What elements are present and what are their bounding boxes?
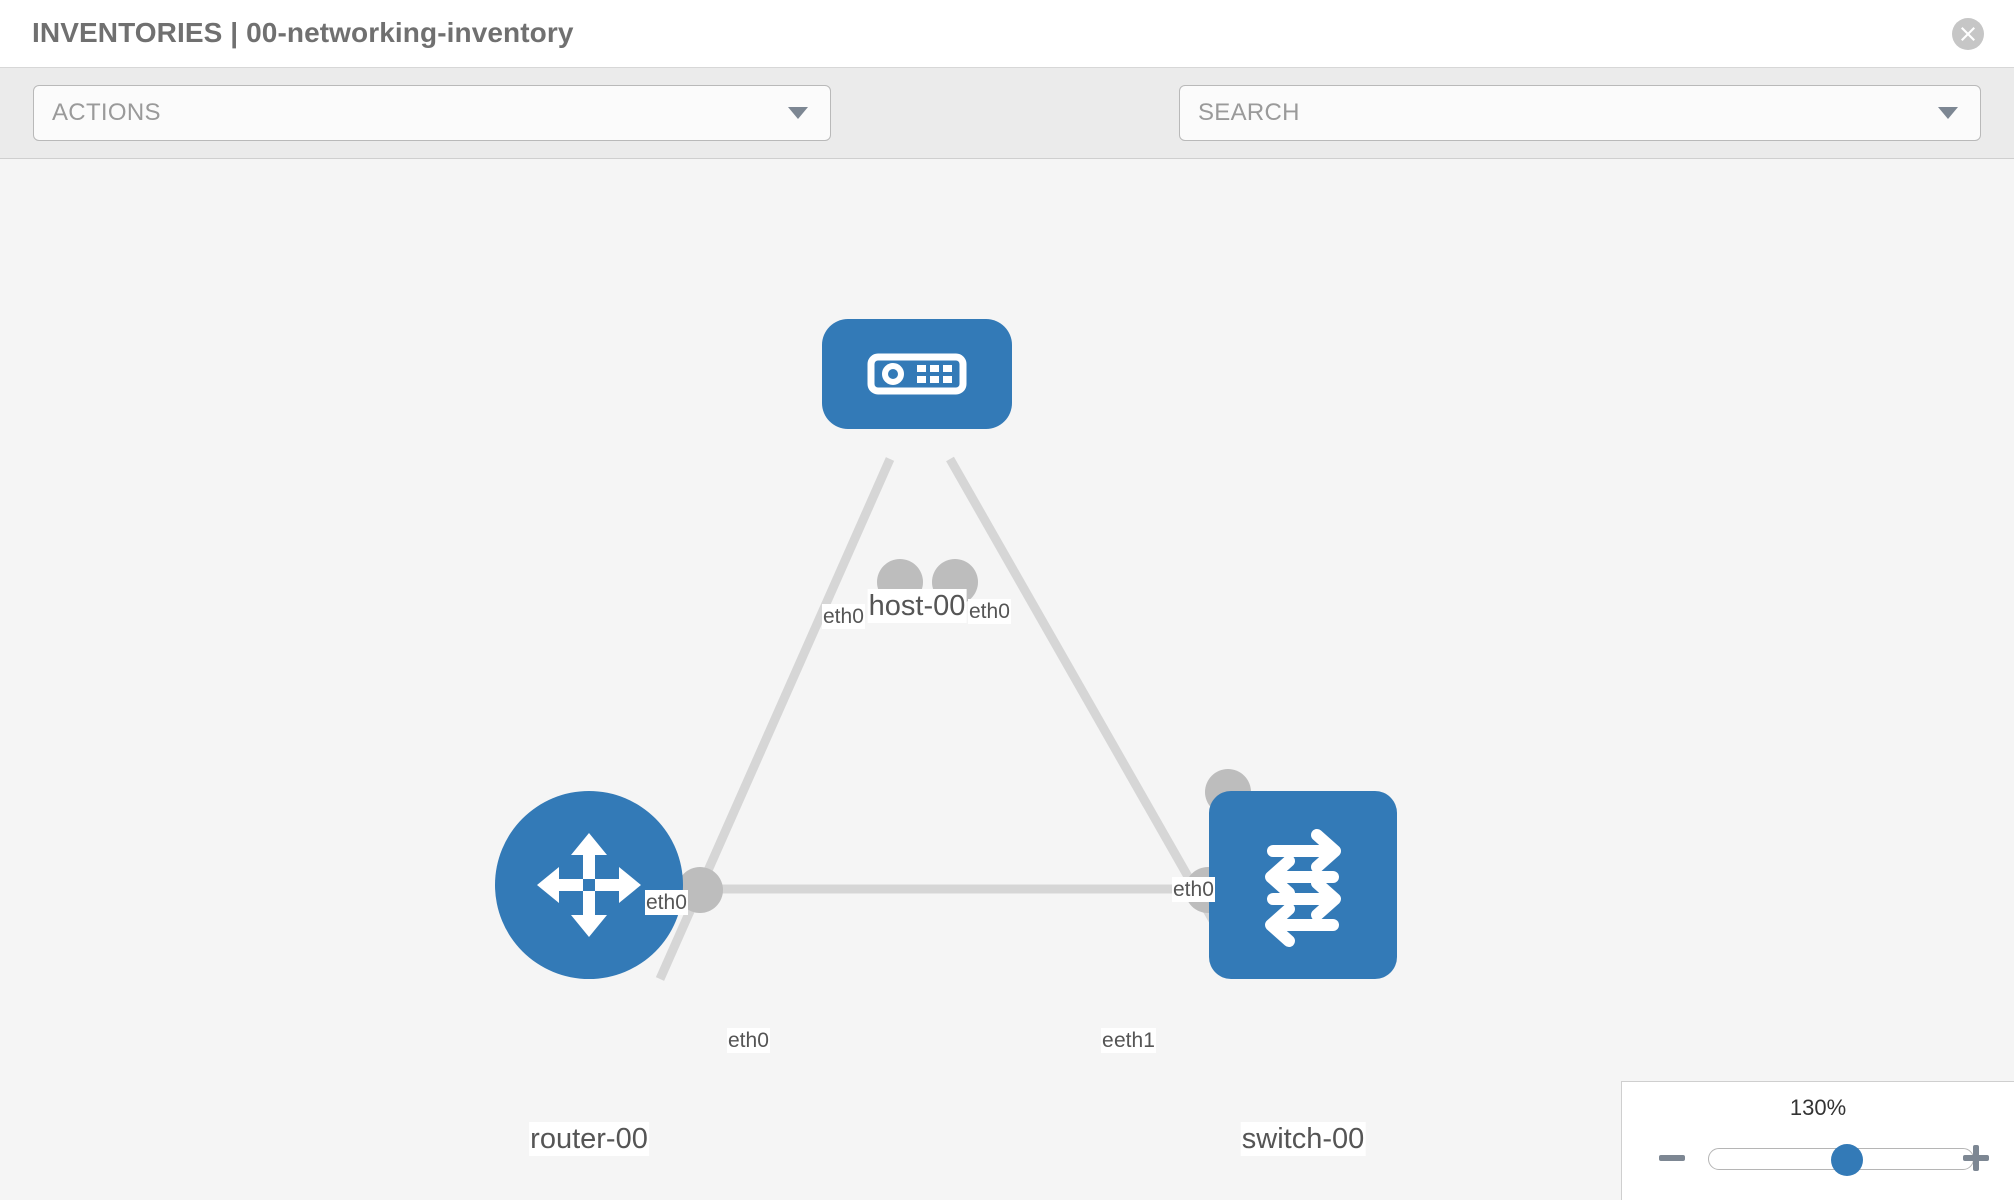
node-label-switch-00: switch-00 [1240,1122,1366,1156]
zoom-slider-handle[interactable] [1830,1144,1863,1176]
plus-icon[interactable] [1960,1142,1992,1174]
iface-label-host-left: eth0 [822,604,865,629]
search-placeholder: SEARCH [1198,99,1300,126]
page-header: INVENTORIES | 00-networking-inventory [0,0,2014,68]
chevron-down-icon [788,107,808,119]
node-switch-00[interactable] [1209,791,1397,979]
iface-label-router-to-switch: eth0 [727,1028,770,1053]
minus-icon[interactable] [1656,1142,1688,1174]
actions-dropdown-label: ACTIONS [52,99,161,126]
iface-label-switch-to-router: eth1 [1113,1028,1156,1053]
zoom-slider-row [1622,1138,2014,1178]
chevron-down-icon [1938,107,1958,119]
actions-dropdown[interactable]: ACTIONS [33,85,831,141]
close-icon[interactable] [1952,18,1984,50]
search-input[interactable]: SEARCH [1179,85,1981,141]
iface-label-host-right: eth0 [968,599,1011,624]
edge-host-switch[interactable] [946,456,1239,962]
toolbar: ACTIONS SEARCH [0,68,2014,191]
node-label-host-00: host-00 [867,589,967,623]
iface-label-router-to-host: eth0 [645,890,688,915]
server-icon [867,353,967,395]
zoom-control-panel: 130% [1621,1081,2014,1200]
router-arrows-icon [537,833,641,937]
iface-label-switch-to-host: eth0 [1172,877,1215,902]
topology-canvas[interactable]: host-00 router-00 [0,159,2014,1200]
node-router-00[interactable] [495,791,683,979]
node-host-00[interactable] [822,319,1012,429]
topology-edges [655,456,1239,981]
switch-arrows-icon [1265,829,1341,947]
node-label-router-00: router-00 [529,1122,649,1156]
zoom-slider[interactable] [1708,1144,1974,1176]
page-title: INVENTORIES | 00-networking-inventory [32,17,574,48]
zoom-level-label: 130% [1789,1095,1847,1120]
